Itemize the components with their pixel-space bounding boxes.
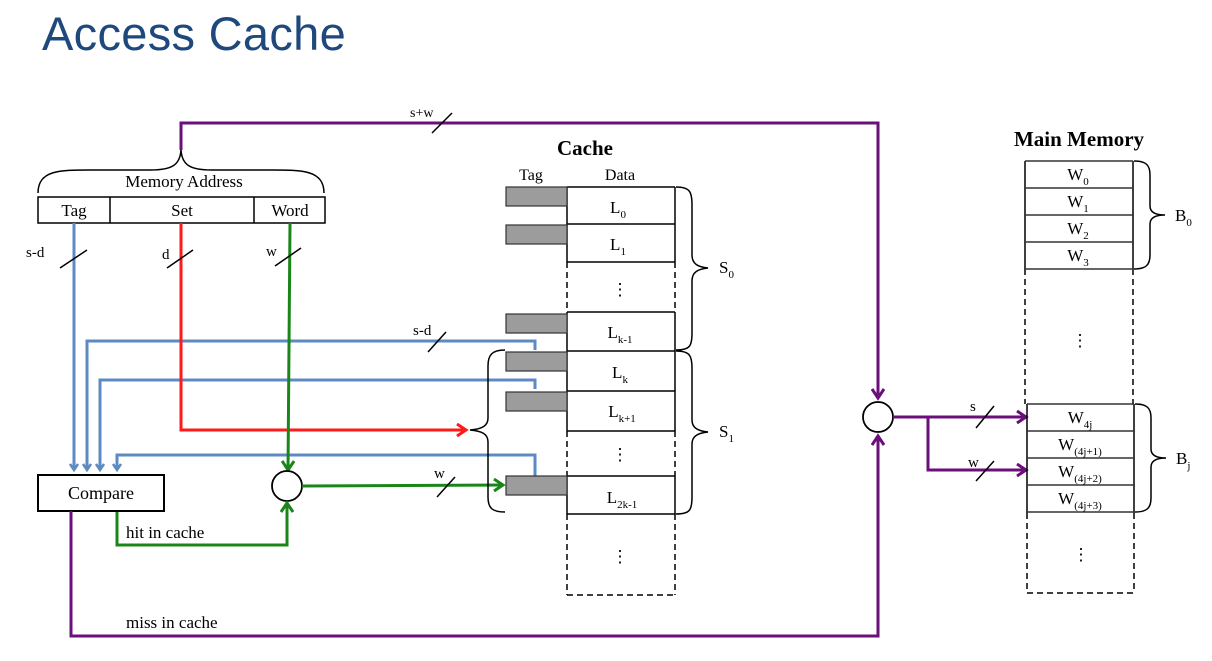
set-select-brace <box>469 349 506 513</box>
w-bus-label: w <box>968 455 979 471</box>
memory-word-label: W(4j+3) <box>1058 489 1102 512</box>
set-label: S0 <box>719 258 734 281</box>
main-memory: Main Memory W0 W1 W2 W3 ⋮ W4j W(4j+1) W <box>1014 127 1192 594</box>
cache-ellipsis: ⋮ <box>612 547 629 566</box>
page-title: Access Cache <box>42 7 347 60</box>
set-label: S1 <box>719 422 734 445</box>
bus-width-slash <box>431 112 453 134</box>
compare-label: Compare <box>68 483 134 503</box>
set-bus: d <box>162 223 466 430</box>
memory-word-label: W2 <box>1067 219 1089 242</box>
block-label: Bj <box>1176 449 1190 472</box>
main-memory-title: Main Memory <box>1014 127 1145 151</box>
memory-ellipsis: ⋮ <box>1073 545 1090 564</box>
miss-path: miss in cache <box>69 436 878 638</box>
cache-line-label: Lk+1 <box>608 402 636 425</box>
w-label: w <box>266 244 277 260</box>
d-label: d <box>162 247 170 263</box>
set-brace-s1 <box>675 350 709 515</box>
memory-ellipsis: ⋮ <box>1072 331 1089 350</box>
memory-word-label: W(4j+2) <box>1058 462 1102 485</box>
cache-ellipsis: ⋮ <box>612 280 629 299</box>
cache-tag-cell <box>505 475 568 496</box>
memory-word-label: W0 <box>1067 165 1089 188</box>
memory-word-label: W1 <box>1067 192 1089 215</box>
address-to-memory-bus: s+w <box>179 106 878 398</box>
hit-in-cache-label: hit in cache <box>126 523 204 542</box>
cache-title: Cache <box>557 136 613 160</box>
memory-word-label: W(4j+1) <box>1058 435 1102 458</box>
cache-tag-cell <box>505 224 568 245</box>
s-d-label: s-d <box>26 245 45 261</box>
word-select-gate <box>271 470 303 502</box>
compare-box: Compare <box>37 474 165 512</box>
cache-tag-cell <box>505 391 568 412</box>
word-bus: w w hit in cache <box>115 222 503 547</box>
cache-tag-cell <box>505 313 568 334</box>
cache-line-label: L2k-1 <box>607 488 638 511</box>
block-label: B0 <box>1175 206 1192 229</box>
block-brace-bj <box>1134 403 1167 513</box>
word-field: Word <box>271 201 309 220</box>
address-fields-box <box>37 196 326 224</box>
cache-line-label: L1 <box>610 235 626 258</box>
tag-bus: s-d s-d <box>26 223 537 476</box>
cache-line-label: Lk-1 <box>607 323 632 346</box>
tag-field: Tag <box>61 201 87 220</box>
miss-in-cache-label: miss in cache <box>126 613 218 632</box>
cache-tag-bus-label: s-d <box>413 323 432 339</box>
cache-word-bus-label: w <box>434 466 445 482</box>
set-brace-s0 <box>675 186 709 351</box>
cache: Cache Tag Data <box>469 136 734 596</box>
s-bus-label: s <box>970 399 976 415</box>
cache-tag-header: Tag <box>519 167 543 184</box>
cache-data-header: Data <box>605 167 635 184</box>
cache-line-label: Lk <box>612 363 628 386</box>
block-brace-b0 <box>1133 160 1166 270</box>
memory-word-label: W4j <box>1068 408 1093 431</box>
memory-gate: s w <box>862 399 1026 482</box>
memory-address-label: Memory Address <box>125 172 243 191</box>
memory-address: Memory Address Tag Set Word <box>37 149 326 224</box>
memory-word-label: W3 <box>1067 246 1089 269</box>
set-field: Set <box>171 201 193 220</box>
cache-ellipsis: ⋮ <box>612 445 629 464</box>
cache-tag-cell <box>505 186 568 207</box>
cache-line-label: L0 <box>610 198 626 221</box>
cache-tag-cells <box>505 186 568 496</box>
cache-tag-cell <box>505 351 568 372</box>
s-plus-w-label: s+w <box>410 106 434 121</box>
